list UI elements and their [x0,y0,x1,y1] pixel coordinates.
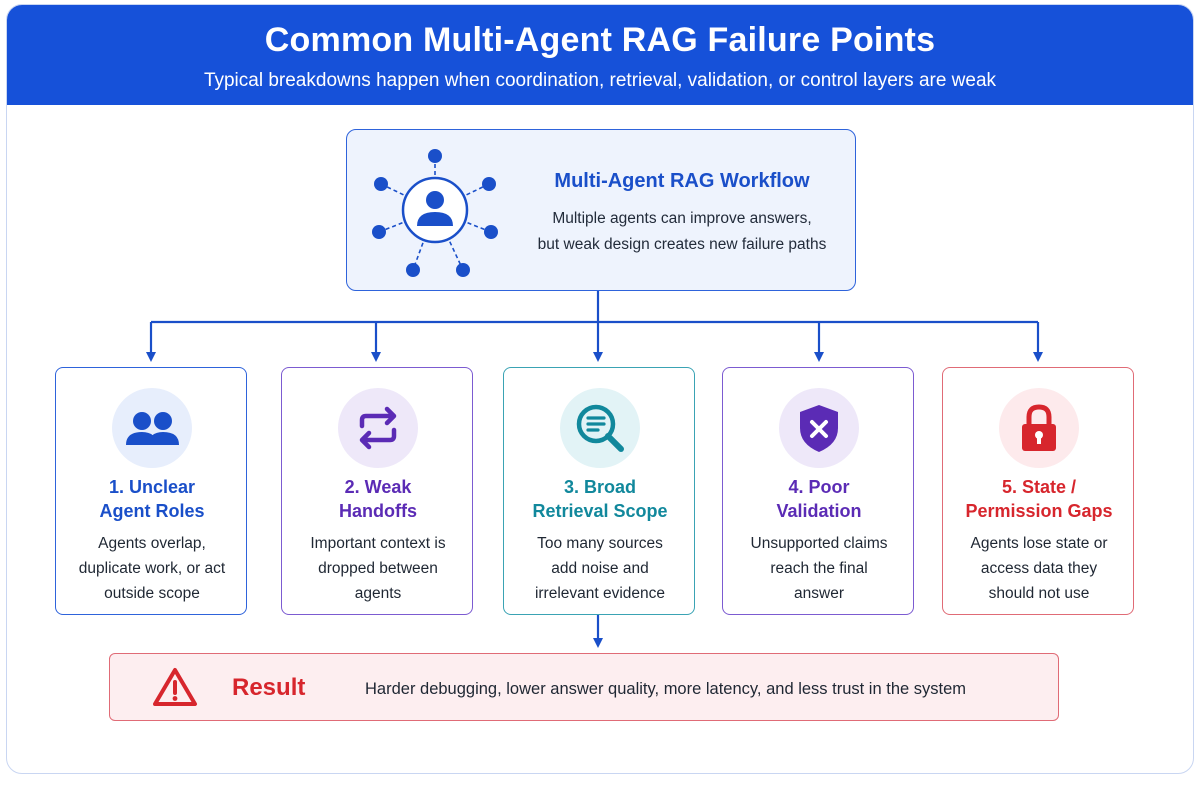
header-banner: Common Multi-Agent RAG Failure Points Ty… [7,5,1193,105]
icon-badge [779,388,859,468]
page-subtitle: Typical breakdowns happen when coordinat… [203,70,997,91]
page-title: Common Multi-Agent RAG Failure Points [264,21,936,59]
failure-card-state-permission-gaps: 5. State /Permission Gaps Agents lose st… [942,367,1134,615]
shield-x-icon [800,405,838,452]
workflow-box: Multi-Agent RAG Workflow Multiple agents… [346,129,856,291]
document-search-icon [576,404,624,452]
icon-badge [560,388,640,468]
icon-badge [112,388,192,468]
swap-arrows-icon [359,406,397,450]
icon-badge [338,388,418,468]
workflow-desc-line-2: but weak design creates new failure path… [537,236,827,253]
result-label: Result [232,674,306,701]
users-icon [126,412,179,445]
workflow-title: Multi-Agent RAG Workflow [554,170,810,192]
padlock-icon [1022,404,1056,451]
agent-network-icon [372,149,498,277]
result-text: Harder debugging, lower answer quality, … [365,680,967,698]
result-bar: Result Harder debugging, lower answer qu… [109,653,1059,721]
icon-badge [999,388,1079,468]
card-title: 5. State /Permission Gaps [965,477,1113,521]
workflow-desc-line-1: Multiple agents can improve answers, [552,210,812,227]
warning-triangle-icon [153,668,197,706]
